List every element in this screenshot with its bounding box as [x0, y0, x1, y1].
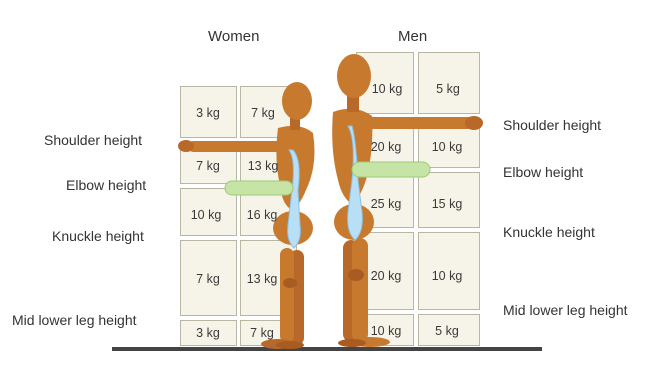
women-weight-knuckle-front: 10 kg: [191, 208, 222, 222]
woman-forearm-highlight: [225, 181, 293, 195]
women-weight-floor-back: 7 kg: [250, 326, 274, 340]
women-weight-elbow-front: 7 kg: [196, 159, 220, 173]
man-back-foot: [338, 339, 366, 347]
man-head: [337, 54, 371, 98]
men-weight-elbow-front: 10 kg: [432, 140, 463, 154]
man-forearm-highlight: [352, 162, 430, 177]
men-weight-floor-front: 5 kg: [435, 324, 459, 338]
women-weight-shoulder-back: 7 kg: [251, 106, 275, 120]
floor-line: [112, 347, 542, 351]
man-hand: [465, 116, 483, 130]
men-weight-floor-back: 10 kg: [371, 324, 402, 338]
women-weight-floor-front: 3 kg: [196, 326, 220, 340]
men-weight-knuckle-front: 15 kg: [432, 197, 463, 211]
men-weight-shoulder-back: 10 kg: [372, 82, 403, 96]
men-weight-shoulder-front: 5 kg: [436, 82, 460, 96]
men-weight-lowerleg-back: 20 kg: [371, 269, 402, 283]
man-shoulder-arm: [356, 117, 474, 129]
women-weight-lowerleg-front: 7 kg: [196, 272, 220, 286]
woman-hand: [178, 140, 194, 152]
man-front-leg: [352, 238, 368, 342]
women-weight-knuckle-back: 16 kg: [247, 208, 278, 222]
women-weight-elbow-back: 13 kg: [248, 159, 279, 173]
man-knee-joint: [348, 269, 364, 281]
men-weight-lowerleg-front: 10 kg: [432, 269, 463, 283]
woman-front-leg: [280, 248, 294, 343]
women-weight-shoulder-front: 3 kg: [196, 106, 220, 120]
women-weight-lowerleg-back: 13 kg: [247, 272, 278, 286]
woman-back-foot: [276, 341, 304, 349]
woman-knee-joint: [283, 278, 297, 288]
men-weight-knuckle-back: 25 kg: [371, 197, 402, 211]
men-weight-elbow-back: 20 kg: [371, 140, 402, 154]
woman-shoulder-arm: [188, 141, 288, 152]
man-neck: [347, 96, 359, 112]
woman-head: [282, 82, 312, 120]
